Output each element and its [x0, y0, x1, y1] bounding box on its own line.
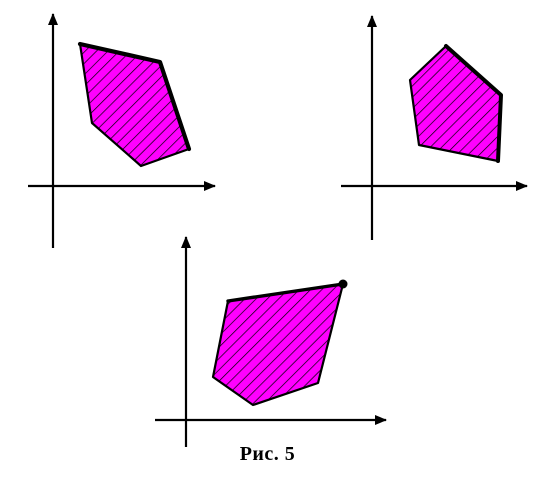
hatched-region — [211, 282, 345, 407]
panel-top-right — [341, 15, 528, 240]
marked-vertex-point — [338, 279, 348, 289]
panel-top-left — [28, 13, 216, 248]
hatched-region — [408, 44, 503, 163]
thick-boundary-edge — [226, 282, 345, 303]
thick-boundary-edge — [444, 44, 503, 163]
thick-boundary-edge — [77, 41, 192, 152]
panel-bottom — [155, 236, 387, 447]
figure-caption: Рис. 5 — [239, 443, 296, 465]
